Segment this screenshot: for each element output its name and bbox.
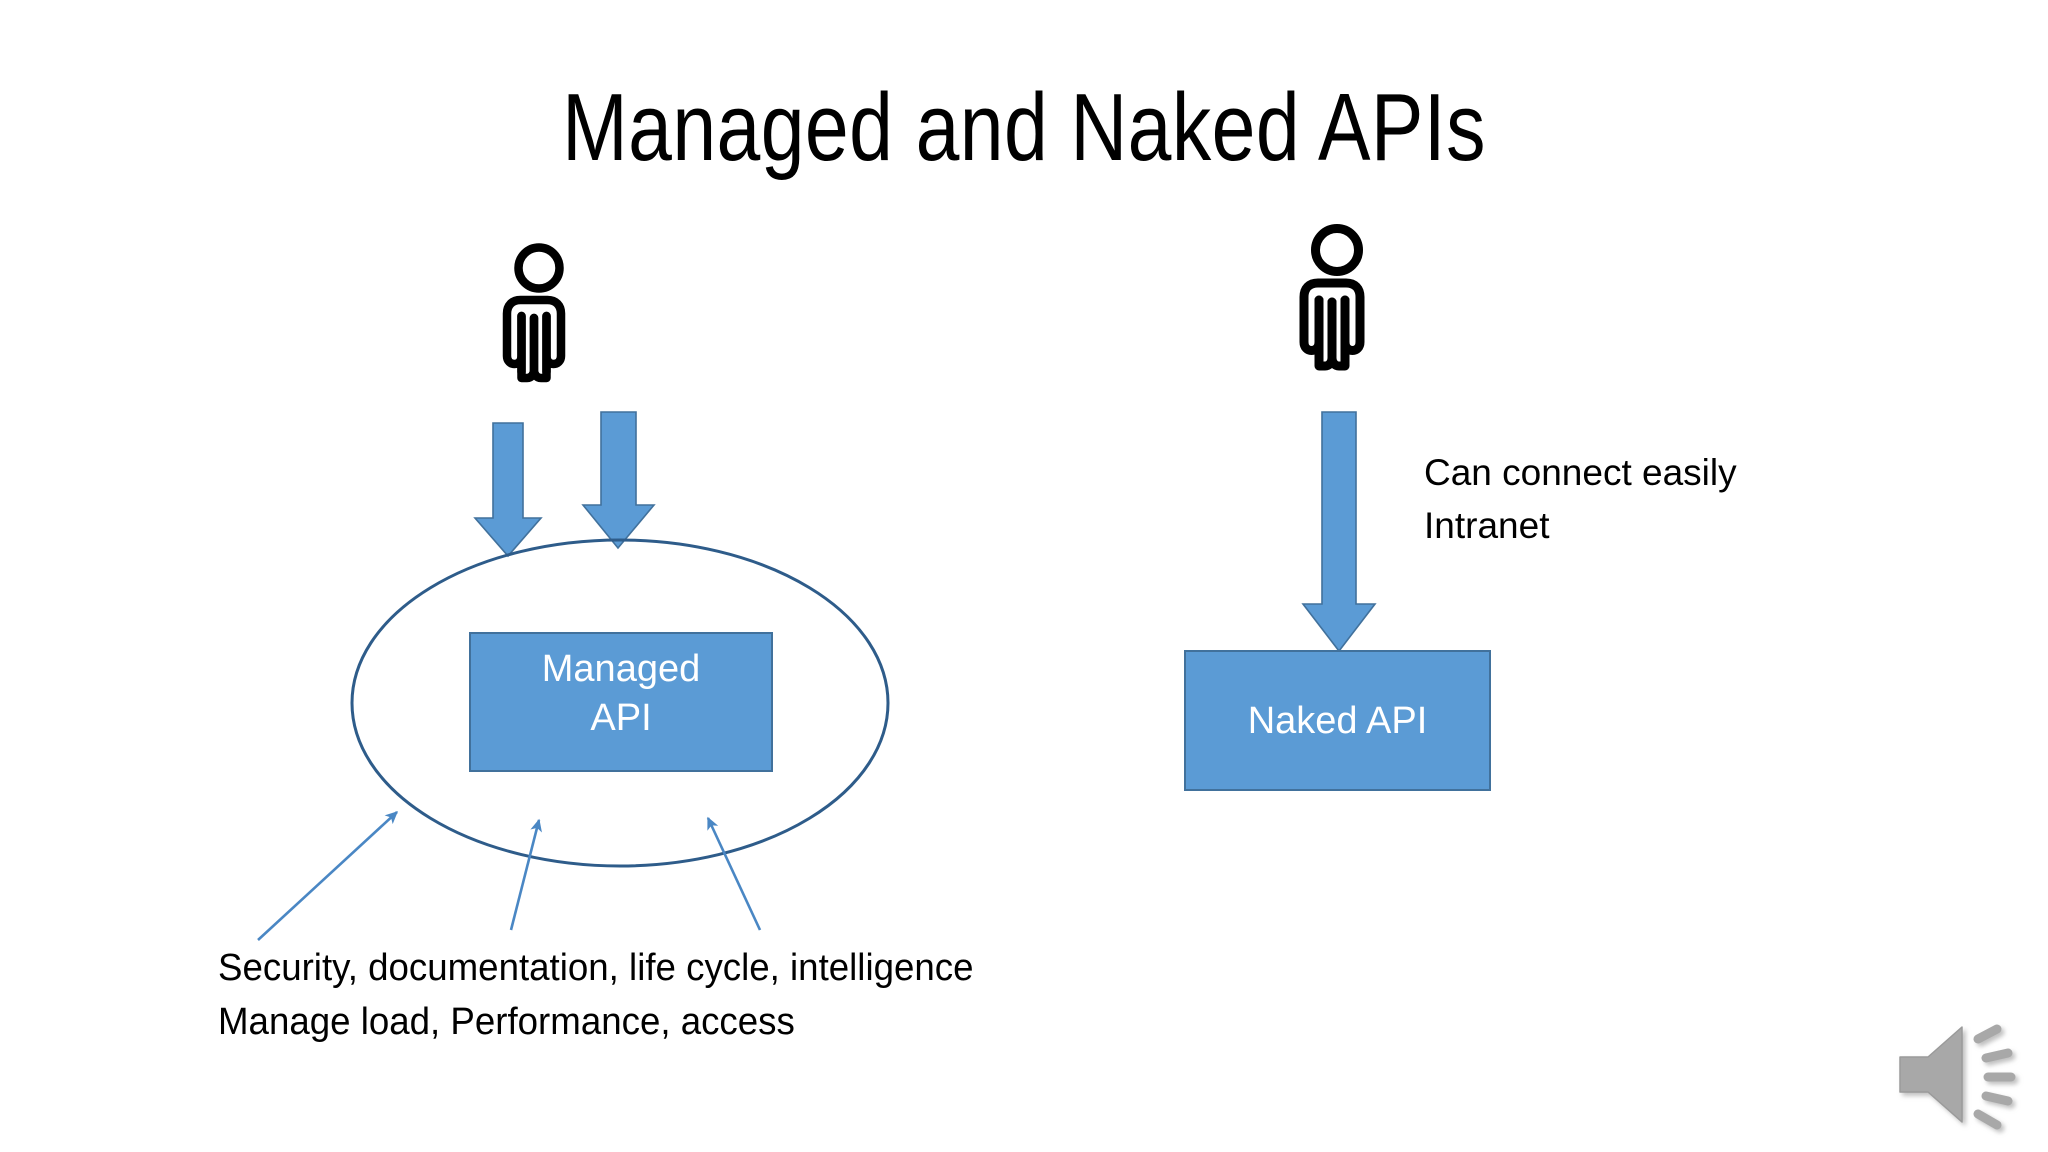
page-title: Managed and Naked APIs — [562, 74, 1486, 181]
speaker-audio-icon[interactable] — [1899, 1024, 2016, 1130]
naked-api-box — [1184, 650, 1491, 791]
callout-arrow-2 — [509, 818, 542, 931]
callout-arrow-3 — [706, 816, 762, 931]
speaker-waves — [1973, 1024, 2016, 1130]
naked-api-note: Can connect easily Intranet — [1424, 452, 1737, 546]
managed-api-features-note: Security, documentation, life cycle, int… — [218, 947, 974, 1043]
person-icon-left — [502, 243, 566, 383]
down-arrow-right — [581, 411, 656, 550]
callout-arrow-1 — [257, 811, 398, 941]
managed-feature-callout-arrows — [257, 811, 762, 941]
management-boundary-ellipse — [350, 538, 890, 868]
speaker-cone — [1899, 1026, 1963, 1123]
managed-api-box — [469, 632, 773, 772]
down-arrow-naked — [1301, 411, 1377, 653]
person-icon-right — [1299, 224, 1365, 371]
down-arrow-left — [473, 422, 543, 558]
